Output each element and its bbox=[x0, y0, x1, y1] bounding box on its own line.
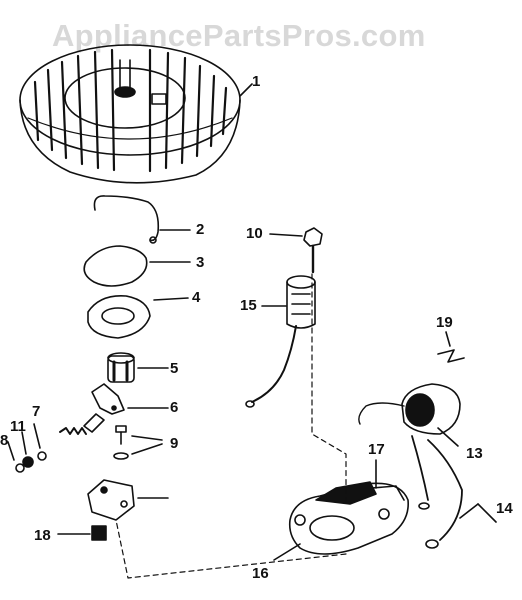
dashed-guide-line bbox=[115, 273, 347, 579]
plate-part bbox=[83, 245, 191, 287]
callout-14: 14 bbox=[496, 500, 513, 517]
callout-4: 4 bbox=[192, 289, 201, 306]
stator-base-part bbox=[273, 459, 409, 561]
callout-11: 11 bbox=[10, 418, 26, 435]
callout-1: 1 bbox=[252, 73, 261, 90]
callout-7: 7 bbox=[32, 403, 41, 420]
callout-3: 3 bbox=[196, 254, 205, 271]
callout-19: 19 bbox=[436, 314, 453, 331]
screw-part bbox=[113, 425, 163, 460]
spring-assembly-part bbox=[7, 413, 105, 473]
callout-17: 17 bbox=[368, 441, 385, 458]
callout-16: 16 bbox=[252, 565, 269, 582]
callout-2: 2 bbox=[196, 221, 205, 238]
mounting-screw-part bbox=[269, 227, 323, 274]
callout-13: 13 bbox=[466, 445, 483, 462]
lead-wires-part bbox=[411, 435, 497, 549]
watermark-text: AppliancePartsPros.com bbox=[52, 18, 426, 53]
callout-15: 15 bbox=[240, 297, 257, 314]
callout-5: 5 bbox=[170, 360, 179, 377]
block-part bbox=[57, 525, 107, 541]
flywheel-part bbox=[19, 44, 253, 184]
callout-10: 10 bbox=[246, 225, 263, 242]
bracket-lower-part bbox=[87, 479, 169, 521]
callout-8: 8 bbox=[0, 432, 9, 449]
bracket-upper-part bbox=[91, 383, 169, 415]
wire-clip-part bbox=[93, 195, 191, 244]
condenser-part bbox=[245, 275, 316, 408]
ignition-coil-part bbox=[358, 383, 461, 447]
callout-9: 9 bbox=[170, 435, 179, 452]
callout-18: 18 bbox=[34, 527, 51, 544]
callout-6-upper: 6 bbox=[170, 399, 179, 416]
spring-clip-part bbox=[437, 331, 465, 363]
bushing-part bbox=[107, 352, 169, 383]
gasket-part bbox=[87, 295, 189, 339]
